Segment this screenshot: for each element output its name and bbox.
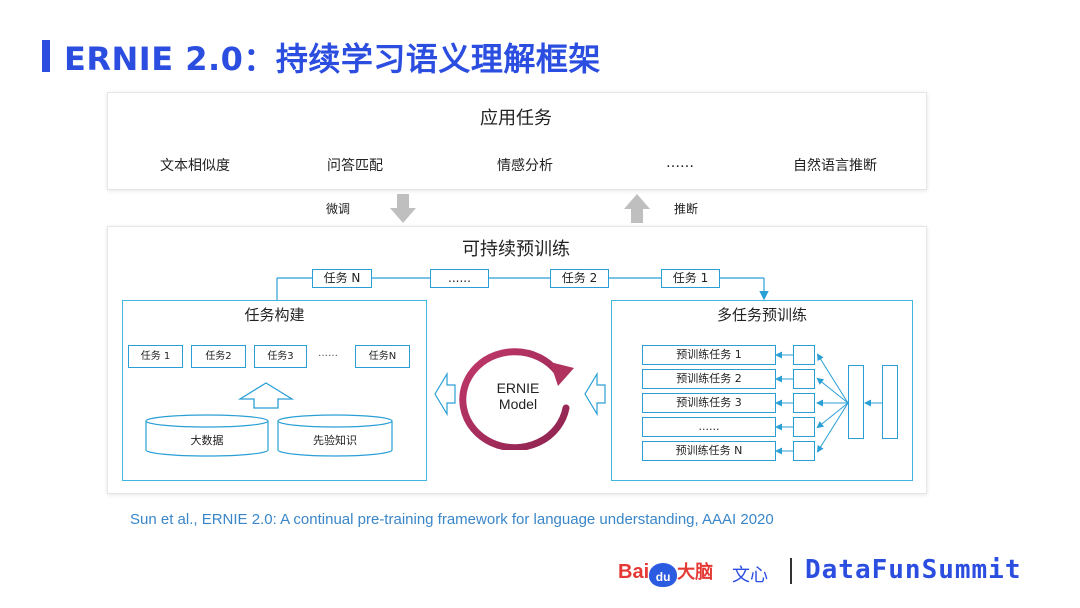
prior-knowledge-cylinder [277,414,393,457]
build-task-1: 任务 1 [128,345,183,368]
up-hollow-arrow-icon [238,382,294,409]
big-data-cylinder [145,414,269,457]
finetune-label: 微调 [326,202,351,216]
multitask-heading: 多任务预训练 [716,306,807,324]
down-arrow-icon [390,194,416,223]
wenxin-label: 文心 [732,565,768,586]
inference-label: 推断 [674,202,699,216]
continual-pretraining-heading: 可持续预训练 [462,239,570,260]
app-task-nli: 自然语言推断 [793,158,877,174]
datafunsummit-logo: DataFunSummit [805,555,1022,585]
left-hollow-arrow-icon-2 [584,372,606,416]
pretrain-task-2: 预训练任务 2 [642,369,776,389]
chain-ellipsis: ...... [430,269,489,288]
task-head-1 [793,345,815,365]
app-task-sentiment: 情感分析 [497,158,553,174]
ernie-cycle-ring [459,348,574,450]
up-arrow-icon [624,194,650,223]
slide-title: ERNIE 2.0：持续学习语义理解框架 [64,40,601,78]
chain-task-2: 任务 2 [550,269,609,288]
build-task-n: 任务N [355,345,410,368]
pretrain-task-3: 预训练任务 3 [642,393,776,413]
model-name-line1: ERNIE [496,380,540,396]
app-task-ellipsis: …… [666,155,694,171]
pretrain-task-1: 预训练任务 1 [642,345,776,365]
big-data-label: 大数据 [190,434,224,447]
encoder-layer-2 [882,365,898,439]
task-head-2 [793,369,815,389]
baidu-brain-text: 大脑 [677,562,714,582]
app-task-text-similarity: 文本相似度 [160,158,230,174]
model-name-line2: Model [498,396,538,412]
application-tasks-panel [107,92,927,190]
build-task-ellipsis: …… [318,348,338,359]
footer-divider [790,558,792,584]
build-task-3: 任务3 [254,345,307,368]
task-head-3 [793,393,815,413]
task-head-5 [793,441,815,461]
baidu-logo-text-a: Bai [618,561,650,583]
build-task-2: 任务2 [191,345,246,368]
application-tasks-heading: 应用任务 [480,108,552,129]
title-accent-bar [42,40,50,72]
chain-task-1: 任务 1 [661,269,720,288]
citation: Sun et al., ERNIE 2.0: A continual pre-t… [130,511,774,528]
pretrain-task-n: 预训练任务 N [642,441,776,461]
task-construction-heading: 任务构建 [244,306,305,324]
app-task-qa-matching: 问答匹配 [327,158,383,174]
pretrain-task-ellipsis: ...... [642,417,776,437]
task-head-4 [793,417,815,437]
encoder-layer-1 [848,365,864,439]
paw-icon: du [649,563,678,587]
chain-task-n: 任务 N [312,269,372,288]
left-hollow-arrow-icon [434,372,456,416]
prior-knowledge-label: 先验知识 [313,434,357,447]
